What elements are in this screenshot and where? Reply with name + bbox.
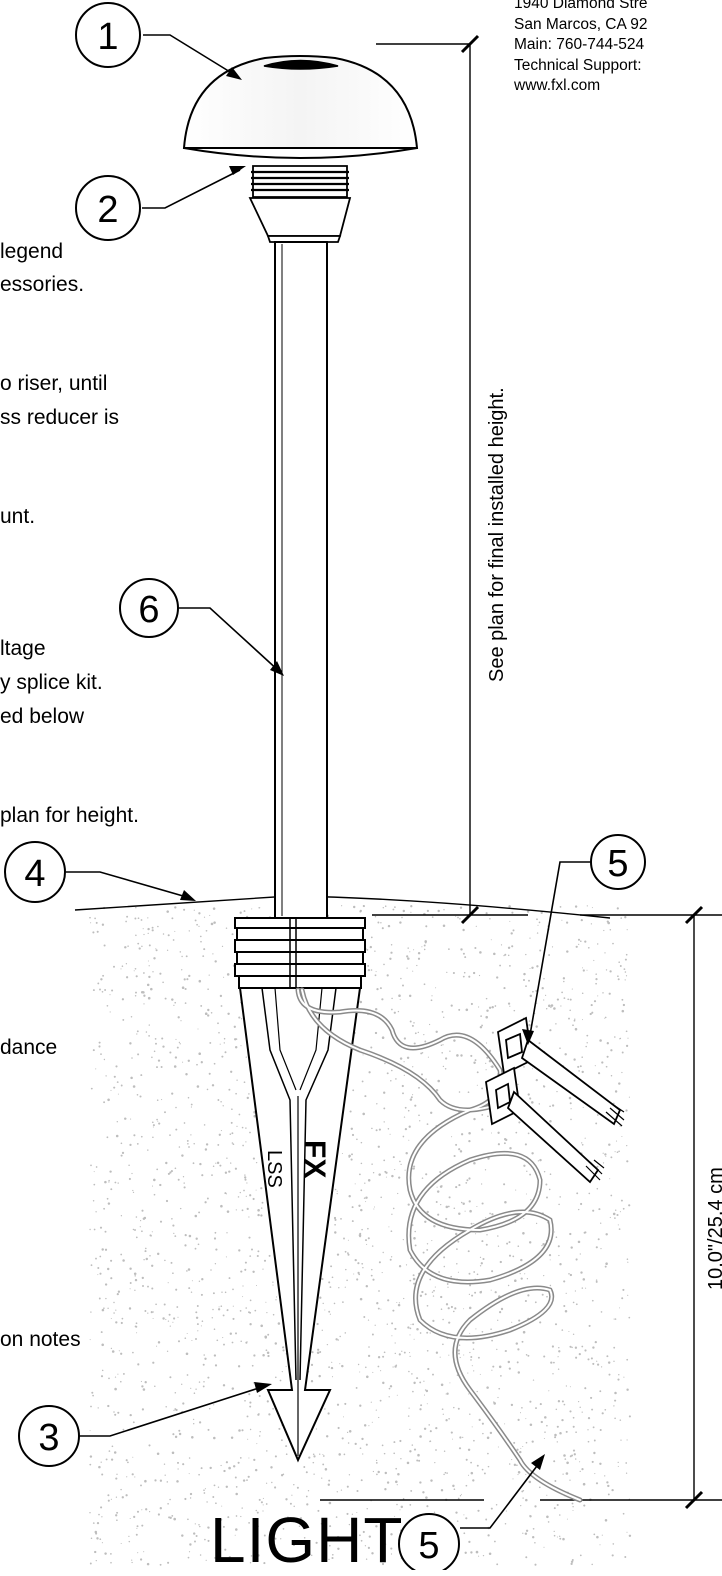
splice-connectors <box>485 1016 625 1184</box>
note-legend: legend <box>0 240 64 263</box>
dome-cap <box>182 55 419 159</box>
arrowheads <box>180 67 545 1470</box>
callout-1: 1 <box>97 16 118 58</box>
height-dimension <box>372 34 528 925</box>
stake-depth-label: 10.0"/25.4 cm <box>705 1167 722 1290</box>
company-info: 1940 Diamond Stre San Marcos, CA 92 Main… <box>514 0 648 97</box>
wire-lead-outline <box>297 989 581 1501</box>
callout-2: 2 <box>97 189 118 231</box>
note-plan-height: plan for height. <box>0 804 139 827</box>
note-mount: unt. <box>0 505 36 528</box>
note-accessories: essories. <box>0 273 85 296</box>
grade-line <box>74 895 611 919</box>
company-city-line: San Marcos, CA 92 <box>514 15 648 33</box>
leader-lines <box>66 34 590 1529</box>
company-address-line: 1940 Diamond Stre <box>514 0 648 12</box>
stake-brand-logo: FX <box>298 1140 331 1178</box>
installed-height-label: See plan for final installed height. <box>486 387 508 682</box>
ground-stake <box>234 917 366 1463</box>
company-website: www.fxl.com <box>514 77 601 94</box>
note-riser: o riser, until <box>0 372 108 395</box>
note-splice-kit: y splice kit. <box>0 671 103 694</box>
company-tech-support: Technical Support: <box>514 56 642 74</box>
callout-5-lower: 5 <box>418 1525 439 1567</box>
company-main-phone: Main: 760-744-524 <box>514 36 645 53</box>
depth-dimension <box>320 905 722 1510</box>
callout-4: 4 <box>24 853 45 895</box>
note-below: ed below <box>0 705 85 728</box>
stake-model-mark: LSS <box>263 1150 285 1188</box>
callout-3: 3 <box>38 1417 59 1459</box>
note-voltage: ltage <box>0 637 46 660</box>
note-reducer: ss reducer is <box>0 406 120 429</box>
riser-tube <box>274 241 328 919</box>
callout-6: 6 <box>138 589 159 631</box>
callout-circles <box>4 2 646 1570</box>
note-accordance: dance <box>0 1036 58 1059</box>
drawing-title: LIGHT <box>210 1504 404 1576</box>
note-installation: on notes <box>0 1328 81 1351</box>
threaded-collar <box>248 165 352 243</box>
callout-5-upper: 5 <box>607 843 628 885</box>
